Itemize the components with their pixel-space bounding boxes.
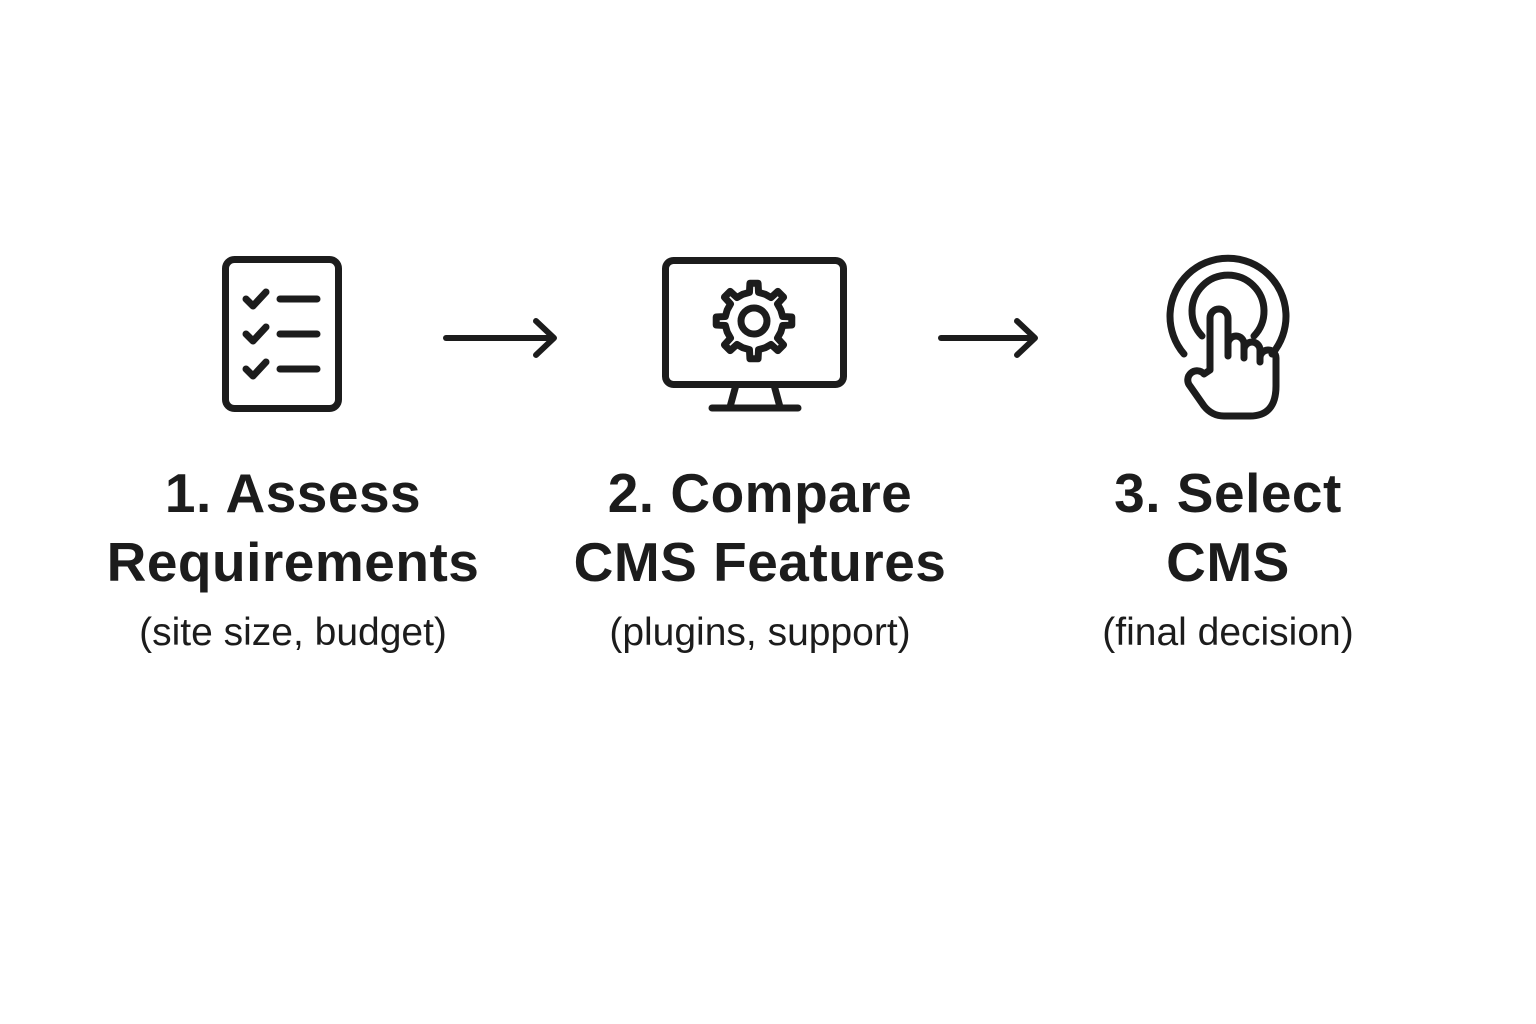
arrow-right-icon bbox=[443, 317, 559, 364]
step-1-subtitle: (site size, budget) bbox=[139, 611, 447, 654]
step-3-subtitle: (final decision) bbox=[1102, 611, 1354, 654]
step-2-title-line2: CMS Features bbox=[573, 531, 947, 593]
step-1-title: 1. Assess Requirements bbox=[93, 459, 493, 597]
step-1-title-line2: Requirements bbox=[106, 531, 480, 593]
checklist-icon bbox=[222, 256, 342, 412]
step-3-title-line2: CMS bbox=[1166, 531, 1290, 593]
gear-icon bbox=[712, 279, 796, 363]
step-1-text: 1. Assess Requirements (site size, budge… bbox=[93, 459, 493, 657]
arrow-right-icon bbox=[938, 317, 1040, 364]
step-2-title: 2. Compare CMS Features bbox=[560, 459, 960, 597]
step-3-text: 3. Select CMS (final decision) bbox=[1028, 459, 1428, 657]
step-2-title-line1: 2. Compare bbox=[607, 462, 913, 524]
step-1-title-line1: 1. Assess bbox=[164, 462, 422, 524]
step-3-title-line1: 3. Select bbox=[1114, 462, 1342, 524]
step-3-title: 3. Select CMS bbox=[1028, 459, 1428, 597]
monitor-gear-icon bbox=[662, 257, 848, 415]
step-2-text: 2. Compare CMS Features (plugins, suppor… bbox=[560, 459, 960, 657]
hand-tap-icon bbox=[1160, 252, 1296, 422]
step-2-subtitle: (plugins, support) bbox=[609, 611, 911, 654]
